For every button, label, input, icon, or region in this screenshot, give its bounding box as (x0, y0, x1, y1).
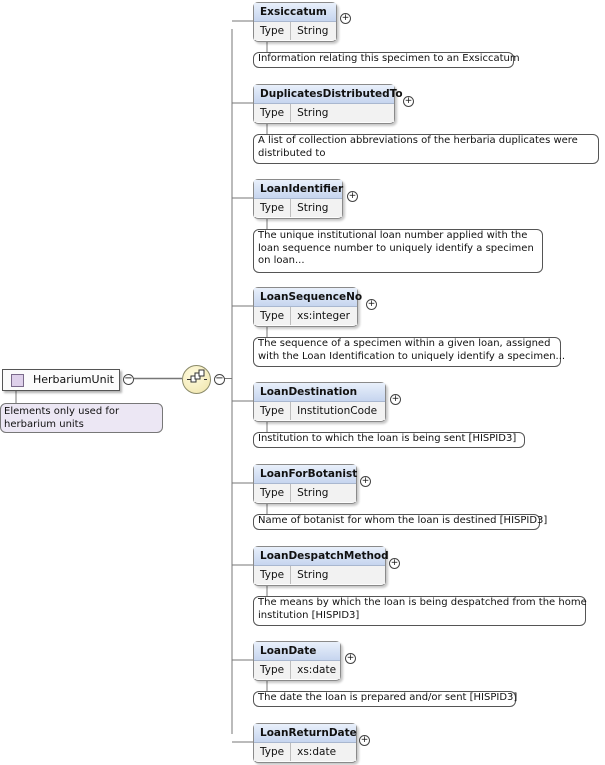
doc-line: distributed to (258, 147, 326, 159)
type-value: xs:date (297, 664, 337, 676)
type-value: String (297, 25, 329, 37)
element-loan-for-botanist[interactable]: LoanForBotanist Type String (253, 464, 357, 504)
collapse-sequence-minus-icon[interactable]: − (214, 373, 225, 385)
doc-line: on loan... (258, 255, 305, 266)
doc-line: The unique institutional loan number app… (258, 230, 528, 241)
doc-duplicates-distributed-to: A list of collection abbreviations of th… (253, 134, 599, 164)
type-label: Type (254, 743, 292, 761)
element-name: LoanDate (254, 642, 340, 661)
type-value: String (297, 487, 329, 499)
root-annotation: Elements only used for herbarium units (0, 403, 163, 433)
element-name: LoanSequenceNo (254, 288, 362, 307)
doc-line: institution [HISPID3] (258, 609, 360, 621)
expand-exsiccatum-plus-icon[interactable]: + (340, 13, 351, 24)
element-loan-return-date[interactable]: LoanReturnDate Type xs:date (253, 723, 357, 763)
element-loan-sequence-no[interactable]: LoanSequenceNo Type xs:integer (253, 287, 362, 327)
type-value: xs:integer (297, 310, 350, 322)
type-value: String (297, 107, 329, 119)
expand-loan-return-date-plus-icon[interactable]: + (359, 735, 370, 746)
type-value: String (297, 202, 329, 214)
doc-loan-for-botanist: Name of botanist for whom the loan is de… (253, 514, 548, 530)
expand-loan-despatch-method-plus-icon[interactable]: + (389, 558, 400, 569)
sequence-glyph (187, 369, 207, 383)
root-annotation-line: Elements only used for (4, 406, 120, 417)
element-name: Exsiccatum (254, 3, 336, 22)
type-label: Type (254, 104, 292, 122)
expand-loan-identifier-plus-icon[interactable]: + (347, 191, 358, 202)
doc-line: The means by which the loan is being des… (258, 597, 587, 608)
doc-loan-identifier: The unique institutional loan number app… (253, 229, 543, 273)
doc-line: loan sequence number to uniquely identif… (258, 242, 534, 254)
doc-line: Information relating this specimen to an… (258, 53, 520, 64)
doc-line: A list of collection abbreviations of th… (258, 135, 578, 146)
element-loan-despatch-method[interactable]: LoanDespatchMethod Type String (253, 546, 389, 586)
element-name: LoanForBotanist (254, 465, 357, 484)
type-value: String (297, 569, 329, 581)
expand-loan-sequence-no-plus-icon[interactable]: + (366, 299, 377, 310)
type-label: Type (254, 199, 292, 217)
doc-line: Institution to which the loan is being s… (258, 433, 517, 444)
element-name: LoanDespatchMethod (254, 547, 389, 566)
element-duplicates-distributed-to[interactable]: DuplicatesDistributedTo Type String (253, 84, 403, 124)
collapse-root-minus-icon[interactable]: − (123, 373, 134, 385)
doc-loan-despatch-method: The means by which the loan is being des… (253, 596, 587, 626)
type-label: Type (254, 566, 292, 584)
type-value: InstitutionCode (297, 405, 378, 417)
expand-loan-date-plus-icon[interactable]: + (345, 653, 356, 664)
element-name: DuplicatesDistributedTo (254, 85, 403, 104)
element-icon (11, 374, 24, 387)
element-loan-date[interactable]: LoanDate Type xs:date (253, 641, 341, 681)
doc-loan-sequence-no: The sequence of a specimen within a give… (253, 337, 566, 367)
element-name: LoanReturnDate (254, 724, 357, 743)
element-loan-destination[interactable]: LoanDestination Type InstitutionCode (253, 382, 386, 422)
root-element-herbarium-unit[interactable]: HerbariumUnit (2, 369, 120, 391)
root-annotation-line: herbarium units (4, 418, 84, 430)
element-name: LoanIdentifier (254, 180, 343, 199)
root-element-name: HerbariumUnit (33, 373, 114, 386)
expand-loan-for-botanist-plus-icon[interactable]: + (360, 476, 371, 487)
type-label: Type (254, 402, 292, 420)
doc-line: Name of botanist for whom the loan is de… (258, 515, 548, 526)
sequence-compositor-icon[interactable] (182, 365, 211, 394)
type-label: Type (254, 22, 292, 40)
expand-duplicates-distributed-to-plus-icon[interactable]: + (403, 96, 414, 107)
doc-loan-destination: Institution to which the loan is being s… (253, 432, 525, 448)
doc-loan-date: The date the loan is prepared and/or sen… (253, 691, 518, 707)
element-loan-identifier[interactable]: LoanIdentifier Type String (253, 179, 343, 219)
element-exsiccatum[interactable]: Exsiccatum Type String (253, 2, 337, 42)
doc-line: The sequence of a specimen within a give… (258, 338, 551, 349)
doc-line: The date the loan is prepared and/or sen… (258, 692, 518, 703)
type-label: Type (254, 661, 292, 679)
doc-line: with the Loan Identification to uniquely… (258, 350, 566, 362)
doc-exsiccatum: Information relating this specimen to an… (253, 52, 520, 68)
type-value: xs:date (297, 746, 337, 758)
type-label: Type (254, 307, 292, 325)
expand-loan-destination-plus-icon[interactable]: + (390, 394, 401, 405)
element-name: LoanDestination (254, 383, 385, 402)
type-label: Type (254, 484, 292, 502)
